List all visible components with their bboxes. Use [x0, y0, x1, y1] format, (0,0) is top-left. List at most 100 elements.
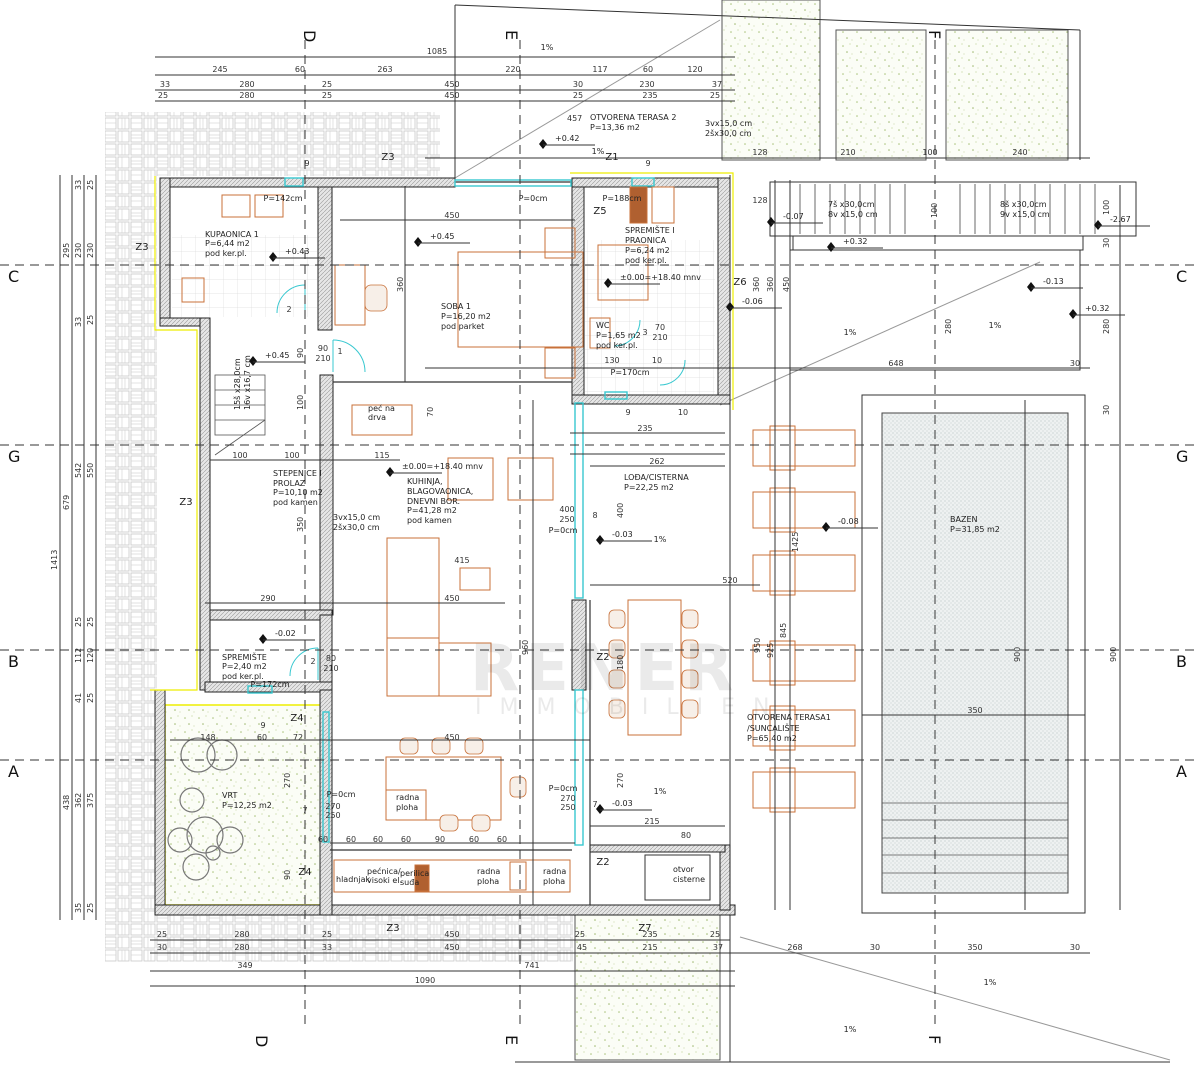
grid-label-a-right: A — [1176, 762, 1187, 781]
dimension-label: 360 — [396, 277, 405, 292]
dimension-label: 1413 — [50, 550, 59, 570]
opening-dimension: 7 — [302, 806, 307, 815]
grid-label-e-bottom: E — [502, 1035, 521, 1045]
room-area: P=13,36 m2 — [590, 123, 640, 132]
level-marker-icon — [827, 242, 835, 252]
level-label: -2.67 — [1110, 215, 1131, 224]
slope-label: 1% — [844, 1025, 857, 1034]
room-terasa1: OTVORENA TERASA1 /SUNCALIŠTE P=65,40 m2 — [747, 713, 831, 743]
section-marker: Z4 — [298, 867, 311, 878]
interior-stairs — [214, 374, 266, 456]
dimension-label: 80 — [681, 831, 691, 840]
worktop-label: radna — [477, 867, 500, 876]
worktop-label: radna — [396, 793, 419, 802]
dimension-label: 450 — [444, 211, 459, 220]
room-area: P=6,24 m2 — [625, 246, 670, 255]
dimension-label: 960 — [521, 640, 530, 655]
dimension-label: 270 — [616, 773, 625, 788]
level-marker-icon — [767, 217, 775, 227]
level-marker-icon — [386, 467, 394, 477]
room-area: P=41,28 m2 — [407, 506, 457, 515]
grid-label-b: B — [8, 652, 19, 671]
room-name: SPREMIŠTE I — [625, 224, 675, 235]
dimension-label: 45 — [577, 943, 587, 952]
dimension-label: 350 — [967, 943, 982, 952]
dimension-label: 235 — [642, 91, 657, 100]
dimension-label: 900 — [1109, 647, 1118, 662]
sill-height-label: P=0cm — [549, 526, 578, 535]
section-marker: Z5 — [593, 206, 606, 217]
opening-dimension: 210 — [315, 354, 330, 363]
terrace-stair-tread: 2šx30,0 cm — [705, 128, 752, 138]
dimension-label: 230 — [639, 80, 654, 89]
level-marker-icon — [596, 535, 604, 545]
dimension-label: 925 — [766, 643, 775, 658]
level-marker-icon — [1069, 309, 1077, 319]
outdoor-stair-2-tread: 8š x30,0cm — [1000, 199, 1047, 209]
dimension-label: 90 — [296, 348, 305, 358]
main-stair-riser: 16v x16,7 cm — [243, 355, 252, 410]
dimension-label: 350 — [967, 706, 982, 715]
dimension-label: 25 — [86, 693, 95, 703]
dimension-label: 30 — [157, 943, 167, 952]
dimension-label: 450 — [444, 91, 459, 100]
room-area: P=16,20 m2 — [441, 312, 491, 321]
dimension-label: 350 — [296, 517, 305, 532]
section-marker: Z3 — [381, 152, 394, 163]
dimension-label: 400 — [616, 503, 625, 518]
dimension-label: 280 — [239, 91, 254, 100]
dimension-label: 210 — [840, 148, 855, 157]
worktop-label-2: ploha — [477, 877, 499, 886]
dimension-label: 70 — [426, 407, 435, 417]
room-loda: LOĐA/CISTERNA P=22,25 m2 — [624, 473, 689, 492]
level-marker-icon — [269, 252, 277, 262]
room-name: BAZEN — [950, 515, 977, 524]
opening-dimension: 250 — [325, 811, 340, 820]
section-marker: Z7 — [638, 923, 651, 934]
dimension-label: 900 — [1013, 647, 1022, 662]
room-partitions — [330, 181, 591, 905]
section-marker: Z3 — [386, 923, 399, 934]
room-vrt: VRT P=12,25 m2 — [222, 791, 272, 810]
opening-dimension: 9 — [260, 721, 265, 730]
section-marker: Z1 — [605, 152, 618, 163]
dimension-label: 542 — [74, 463, 83, 478]
dimension-label: 290 — [260, 594, 275, 603]
dimension-label: 215 — [644, 817, 659, 826]
section-marker: Z2 — [596, 857, 609, 868]
room-name-2: /SUNCALIŠTE — [747, 722, 800, 733]
room-name-2: BLAGOVAONICA, — [407, 487, 473, 496]
terrace-dim: 457 — [567, 114, 582, 123]
room-floor: pod ker.pl. — [205, 249, 247, 258]
sill-height-label: P=142cm — [264, 194, 303, 203]
level-marker-icon — [822, 522, 830, 532]
watermark-subtext: IMMOBILIEN — [475, 695, 787, 720]
dimension-label: 30 — [1102, 405, 1111, 415]
room-name-3: DNEVNI BOR. — [407, 497, 460, 506]
slope-label: 1% — [654, 535, 667, 544]
sill-height-label: P=0cm — [519, 194, 548, 203]
stairs-labels: 3vx15,0 cm 2šx30,0 cm 3vx15,0 cm 2šx30,0… — [232, 119, 1050, 532]
dimension-label: 245 — [212, 65, 227, 74]
terrace-stair-riser: 3vx15,0 cm — [705, 119, 752, 128]
level-marker-icon — [1094, 220, 1102, 230]
section-marker: Z4 — [290, 713, 303, 724]
dimension-label: 41 — [74, 693, 83, 703]
inner-stair-riser: 3vx15,0 cm — [333, 513, 380, 522]
dimension-label: 679 — [62, 495, 71, 510]
dimension-label: 100 — [296, 395, 305, 410]
dimension-label: 349 — [237, 961, 252, 970]
opening-dimension: 10 — [678, 408, 688, 417]
outdoor-stair-1-tread: 7š x30,0cm — [828, 199, 875, 209]
outdoor-stairs — [799, 184, 1096, 234]
level-marker-icon — [414, 237, 422, 247]
level-label: -0.03 — [612, 799, 633, 808]
room-area: P=10,10 m2 — [273, 488, 323, 497]
room-area: P=1,65 m2 — [596, 331, 641, 340]
level-marker-icon — [604, 278, 612, 288]
dimension-label: 30 — [870, 943, 880, 952]
dimension-label: 25 — [575, 930, 585, 939]
dimension-label: 520 — [722, 576, 737, 585]
